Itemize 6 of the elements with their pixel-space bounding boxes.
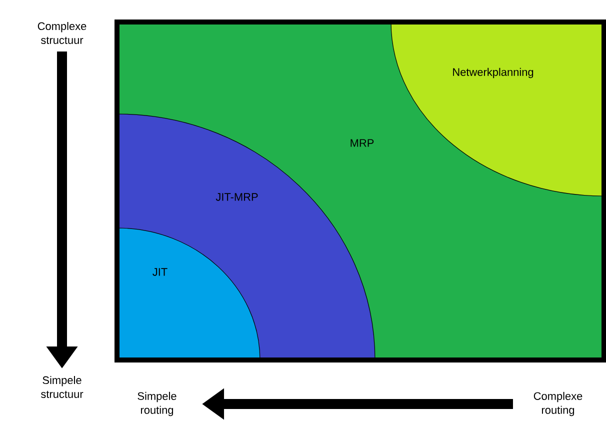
- quarter-circle-region: Netwerkplanning: [390, 22, 604, 196]
- quarter-circle-region: JIT: [117, 228, 260, 360]
- axis-label: Simpele routing: [138, 392, 176, 416]
- axis-label: Complexe structuur: [38, 22, 86, 44]
- axis-label: Simpele structuur: [41, 376, 84, 398]
- axis-label: Complexe routing: [534, 392, 582, 416]
